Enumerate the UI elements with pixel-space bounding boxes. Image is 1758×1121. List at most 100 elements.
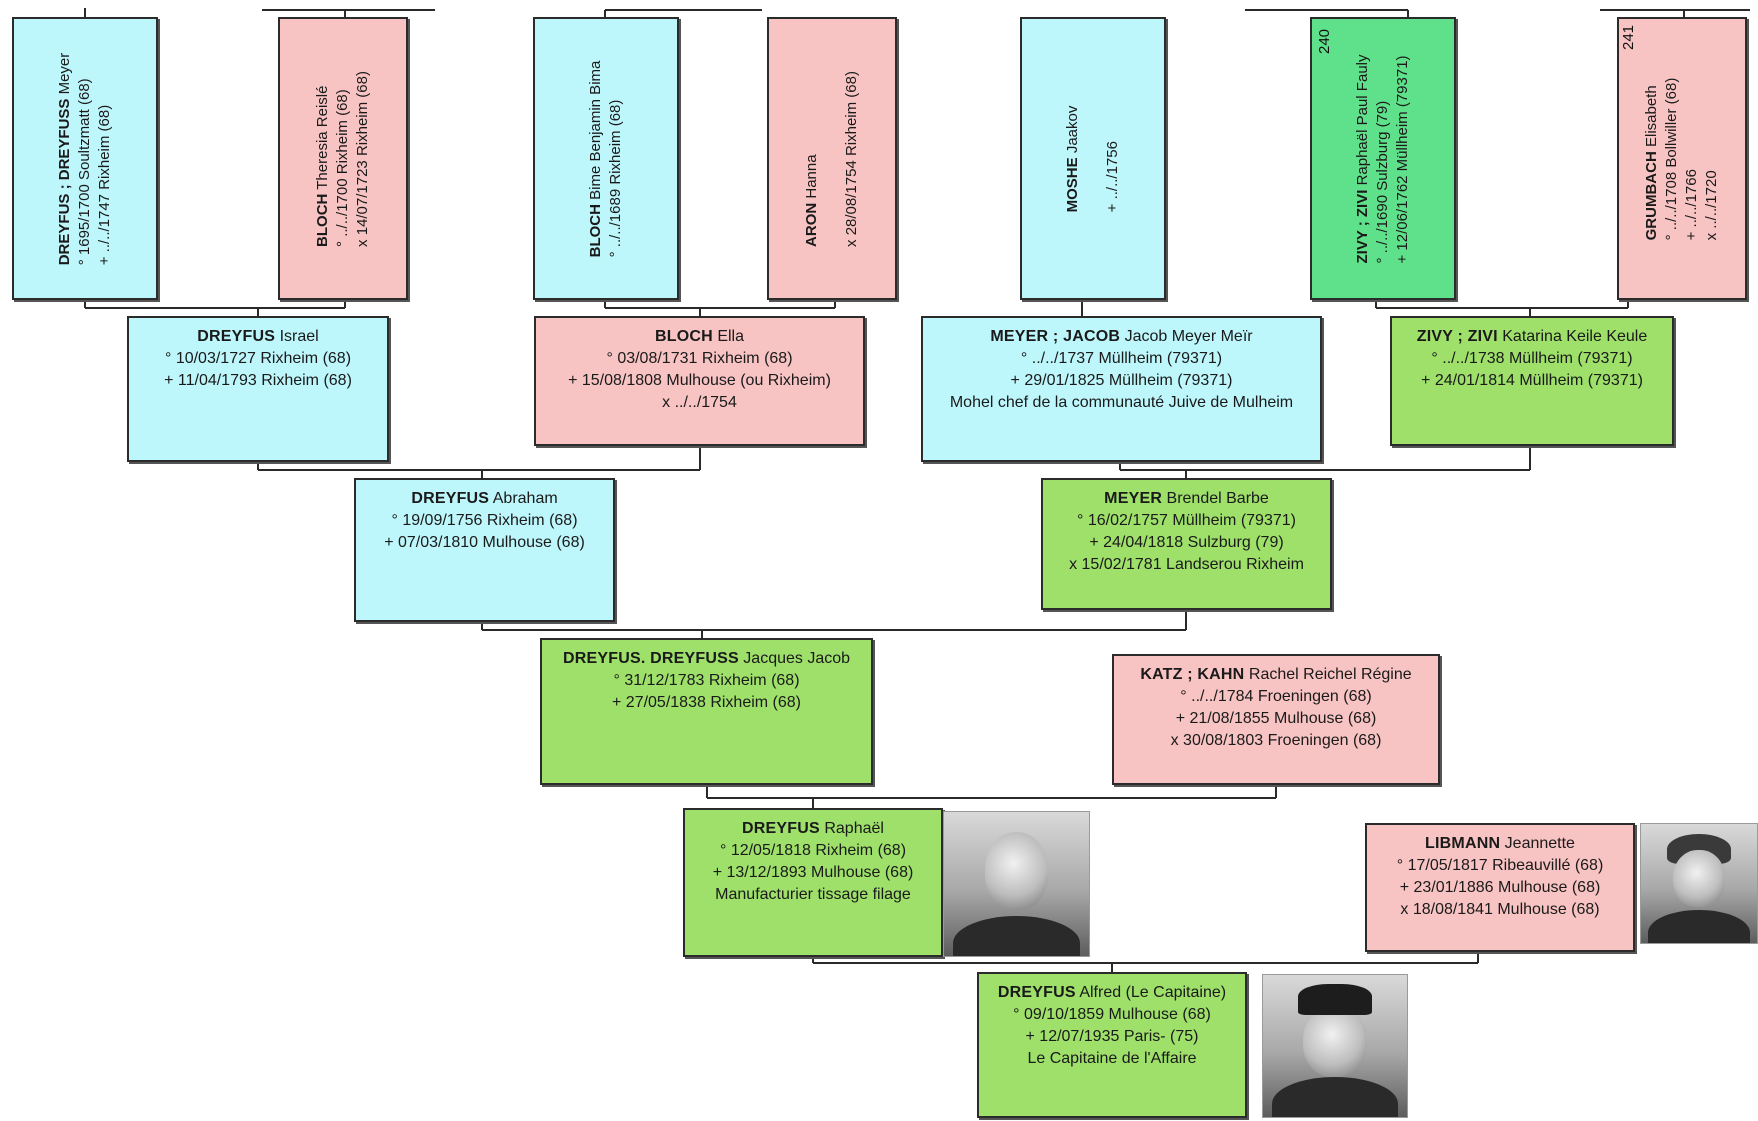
person-surname: DREYFUS. DREYFUSS xyxy=(562,650,739,667)
person-given-name: Raphaël Paul Fauly xyxy=(1354,54,1371,185)
birth-line: ° 19/09/1756 Rixheim (68) xyxy=(391,512,578,529)
sosa-number: 241 xyxy=(1620,24,1637,50)
person-box-zivy-raphael[interactable]: ZIVY ; ZIVI Raphaël Paul Fauly ° ../../1… xyxy=(1310,17,1456,300)
birth-line: ° ../../1690 Sulzburg (79) xyxy=(1374,100,1391,263)
birth-line: ° 03/08/1731 Rixheim (68) xyxy=(606,350,793,367)
birth-line: ° 1695/1700 Soultzmatt (68) xyxy=(76,77,93,265)
person-given-name: Jaakov xyxy=(1064,105,1081,153)
marriage-line: x 14/07/1723 Rixheim (68) xyxy=(354,70,371,247)
person-surname: BLOCH xyxy=(654,328,713,345)
death-line: + 12/07/1935 Paris- (75) xyxy=(1025,1028,1199,1045)
person-surname: LIBMANN xyxy=(1425,835,1501,852)
portrait-photo-alfred xyxy=(1262,974,1408,1118)
person-surname: DREYFUS xyxy=(197,328,276,345)
person-box-dreyfus-alfred[interactable]: DREYFUS Alfred (Le Capitaine) ° 09/10/18… xyxy=(977,972,1247,1118)
person-surname: MOSHE xyxy=(1064,156,1081,212)
person-text: GRUMBACH Elisabeth ° ../../1708 Bollwill… xyxy=(1642,77,1722,240)
person-text: MOSHE Jaakov + ../../1756 xyxy=(1063,105,1123,212)
person-given-name: Meyer xyxy=(56,52,73,94)
person-box-grumbach-elisabeth[interactable]: GRUMBACH Elisabeth ° ../../1708 Bollwill… xyxy=(1617,17,1747,300)
person-box-meyer-jacob[interactable]: MEYER ; JACOB Jacob Meyer Meïr ° ../../1… xyxy=(921,316,1322,462)
person-box-dreyfus-abraham[interactable]: DREYFUS Abraham ° 19/09/1756 Rixheim (68… xyxy=(354,478,615,622)
person-surname: BLOCH xyxy=(314,193,331,247)
death-line: + 29/01/1825 Müllheim (79371) xyxy=(1010,372,1233,389)
birth-line: ° ../../1700 Rixheim (68) xyxy=(334,88,351,247)
person-box-bloch-ella[interactable]: BLOCH Ella ° 03/08/1731 Rixheim (68) + 1… xyxy=(534,316,865,446)
person-box-dreyfus-jacques[interactable]: DREYFUS. DREYFUSS Jacques Jacob ° 31/12/… xyxy=(540,638,873,785)
person-given-name: Hanna xyxy=(803,153,820,199)
portrait-photo-jeannette xyxy=(1640,823,1758,944)
portrait-photo-raphael xyxy=(943,811,1090,957)
person-box-dreyfus-raphael[interactable]: DREYFUS Raphaël ° 12/05/1818 Rixheim (68… xyxy=(683,808,943,957)
birth-line: ° 16/02/1757 Müllheim (79371) xyxy=(1077,512,1296,529)
birth-line: ° ../../1738 Müllheim (79371) xyxy=(1431,350,1633,367)
sosa-number: 240 xyxy=(1316,28,1333,54)
person-given-name: Jacques Jacob xyxy=(743,650,851,667)
marriage-line: x 18/08/1841 Mulhouse (68) xyxy=(1400,901,1600,918)
person-surname: DREYFUS ; DREYFUSS xyxy=(56,98,73,265)
note-line: Le Capitaine de l'Affaire xyxy=(1027,1050,1197,1067)
person-surname: MEYER xyxy=(1104,490,1163,507)
marriage-line: x ../../1720 xyxy=(1703,169,1720,240)
person-box-dreyfus-meyer[interactable]: DREYFUS ; DREYFUSS Meyer ° 1695/1700 Sou… xyxy=(12,17,158,300)
death-line: + 23/01/1886 Mulhouse (68) xyxy=(1399,879,1601,896)
death-line: + 07/03/1810 Mulhouse (68) xyxy=(384,534,585,551)
person-surname: ZIVY ; ZIVI xyxy=(1354,189,1371,263)
person-text: DREYFUS ; DREYFUSS Meyer ° 1695/1700 Sou… xyxy=(55,52,115,265)
person-surname: ARON xyxy=(803,202,820,247)
marriage-line: x 30/08/1803 Froeningen (68) xyxy=(1170,732,1382,749)
death-line: + 13/12/1893 Mulhouse (68) xyxy=(712,864,914,881)
person-given-name: Alfred (Le Capitaine) xyxy=(1079,984,1227,1001)
person-given-name: Theresia Reislé xyxy=(314,85,331,190)
person-box-zivy-katarina[interactable]: ZIVY ; ZIVI Katarina Keile Keule ° ../..… xyxy=(1390,316,1674,446)
birth-line: ° ../../1784 Froeningen (68) xyxy=(1180,688,1372,705)
birth-line: ° ../../1689 Rixheim (68) xyxy=(607,99,624,257)
death-line: + 27/05/1838 Rixheim (68) xyxy=(612,694,801,711)
marriage-line: x 15/02/1781 Landserou Rixheim xyxy=(1069,556,1304,573)
birth-line: ° 31/12/1783 Rixheim (68) xyxy=(613,672,800,689)
person-box-bloch-theresia[interactable]: BLOCH Theresia Reislé ° ../../1700 Rixhe… xyxy=(278,17,408,300)
person-text: ARON Hanna x 28/08/1754 Rixheim (68) xyxy=(802,71,862,247)
occupation-line: Manufacturier tissage filage xyxy=(715,886,911,903)
person-given-name: Katarina Keile Keule xyxy=(1502,328,1648,345)
person-box-aron-hanna[interactable]: ARON Hanna x 28/08/1754 Rixheim (68) xyxy=(767,17,897,300)
death-line: + ../../1766 xyxy=(1683,168,1700,240)
marriage-line: x ../../1754 xyxy=(662,394,737,411)
death-line: + 11/04/1793 Rixheim (68) xyxy=(164,372,352,389)
person-given-name: Elisabeth xyxy=(1643,84,1660,147)
death-line: + ../../1747 Rixheim (68) xyxy=(96,104,113,265)
person-surname: DREYFUS xyxy=(411,490,490,507)
person-given-name: Rachel Reichel Régine xyxy=(1248,666,1412,683)
person-text: ZIVY ; ZIVI Raphaël Paul Fauly ° ../../1… xyxy=(1353,54,1413,263)
person-given-name: Jeannette xyxy=(1504,835,1575,852)
birth-line: ° ../../1737 Müllheim (79371) xyxy=(1020,350,1223,367)
death-line: + 12/06/1762 Müllheim (79371) xyxy=(1394,54,1411,263)
birth-line: ° 12/05/1818 Rixheim (68) xyxy=(719,842,907,859)
person-given-name: Brendel Barbe xyxy=(1166,490,1269,507)
person-surname: KATZ ; KAHN xyxy=(1140,666,1245,683)
person-surname: DREYFUS xyxy=(997,984,1076,1001)
person-box-katz-rachel[interactable]: KATZ ; KAHN Rachel Reichel Régine ° ../.… xyxy=(1112,654,1440,785)
person-given-name: Israel xyxy=(279,328,319,345)
birth-line: ° 17/05/1817 Ribeauvillé (68) xyxy=(1396,857,1604,874)
person-surname: GRUMBACH xyxy=(1643,150,1660,240)
person-box-bloch-bime[interactable]: BLOCH Bime Benjamin Bima ° ../../1689 Ri… xyxy=(533,17,679,300)
person-box-libmann-jeannette[interactable]: LIBMANN Jeannette ° 17/05/1817 Ribeauvil… xyxy=(1365,823,1635,952)
person-text: BLOCH Bime Benjamin Bima ° ../../1689 Ri… xyxy=(586,60,626,257)
person-surname: DREYFUS xyxy=(742,820,820,837)
person-given-name: Abraham xyxy=(492,490,558,507)
person-surname: MEYER ; JACOB xyxy=(990,328,1121,345)
marriage-line: x 28/08/1754 Rixheim (68) xyxy=(843,70,860,247)
person-box-meyer-brendel[interactable]: MEYER Brendel Barbe ° 16/02/1757 Müllhei… xyxy=(1041,478,1332,610)
person-box-moshe-jaakov[interactable]: MOSHE Jaakov + ../../1756 xyxy=(1020,17,1166,300)
person-given-name: Ella xyxy=(717,328,745,345)
death-line: + 15/08/1808 Mulhouse (ou Rixheim) xyxy=(568,372,831,389)
person-box-dreyfus-israel[interactable]: DREYFUS Israel ° 10/03/1727 Rixheim (68)… xyxy=(127,316,389,462)
person-surname: ZIVY ; ZIVI xyxy=(1416,328,1498,345)
person-given-name: Raphaël xyxy=(824,820,884,837)
birth-line: ° 09/10/1859 Mulhouse (68) xyxy=(1013,1006,1211,1023)
death-line: + 24/01/1814 Müllheim (79371) xyxy=(1421,372,1643,389)
person-text: BLOCH Theresia Reislé ° ../../1700 Rixhe… xyxy=(313,71,373,247)
